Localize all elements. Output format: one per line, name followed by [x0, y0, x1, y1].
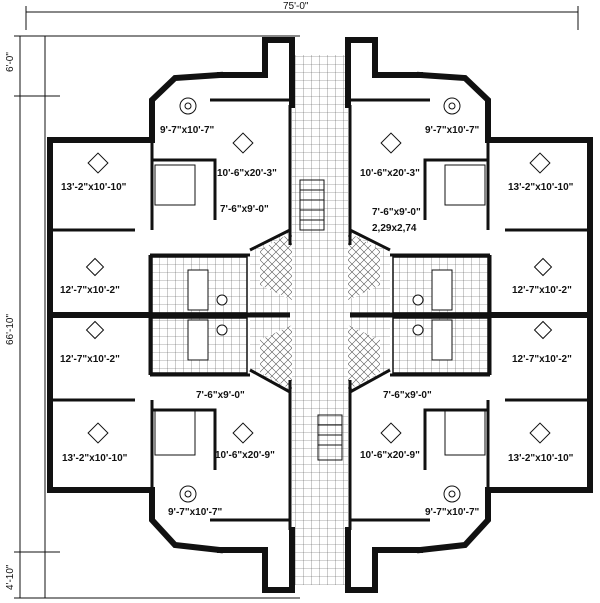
room-label-nw-kitchen: 7'-6"x9'-0" — [220, 204, 269, 215]
sofa-icon — [232, 422, 254, 444]
bed-icon — [529, 152, 551, 174]
furniture-icons — [85, 97, 553, 503]
room-label-sw-dining: 9'-7"x10'-7" — [168, 507, 223, 518]
room-label-se-bed1: 13'-2"x10'-10" — [508, 453, 574, 464]
bed-icon — [85, 257, 105, 277]
dimension-left-main: 66'-10" — [5, 314, 16, 345]
room-label-ne-dining: 9'-7"x10'-7" — [425, 125, 480, 136]
dimension-lines — [14, 6, 579, 599]
bed-icon — [533, 257, 553, 277]
sofa-icon — [380, 422, 402, 444]
dining-table-icon — [179, 97, 197, 115]
room-label-ne-bed2: 12'-7"x10'-2" — [512, 285, 572, 296]
sofa-icon — [380, 132, 402, 154]
room-label-se-bed2: 12'-7"x10'-2" — [512, 354, 572, 365]
room-label-se-dining: 9'-7"x10'-7" — [425, 507, 480, 518]
windows — [47, 137, 593, 493]
room-label-sw-bed2: 12'-7"x10'-2" — [60, 354, 120, 365]
room-label-sw-bed1: 13'-2"x10'-10" — [62, 453, 128, 464]
staircase-north — [299, 179, 325, 231]
room-label-nw-living: 10'-6"x20'-3" — [217, 168, 277, 179]
room-label-ne-kitchen: 7'-6"x9'-0" — [372, 207, 421, 218]
room-label-ne-living: 10'-6"x20'-3" — [360, 168, 420, 179]
interior-walls — [50, 98, 590, 530]
bed-icon — [529, 422, 551, 444]
room-labels: 9'-7"x10'-7" 9'-7"x10'-7" 10'-6"x20'-3" … — [60, 125, 574, 518]
dining-table-icon — [443, 485, 461, 503]
room-label-se-living: 10'-6"x20'-9" — [360, 450, 420, 461]
dining-table-icon — [443, 97, 461, 115]
bed-icon — [533, 320, 553, 340]
dining-table-icon — [179, 485, 197, 503]
sofa-icon — [232, 132, 254, 154]
staircase-south — [317, 414, 343, 461]
central-corridor — [250, 55, 390, 585]
room-label-sw-kitchen: 7'-6"x9'-0" — [196, 390, 245, 401]
room-label-se-kitchen: 7'-6"x9'-0" — [383, 390, 432, 401]
room-label-nw-bed1: 13'-2"x10'-10" — [61, 182, 127, 193]
dimension-left-bottom: 4'-10" — [5, 564, 16, 590]
kitchen-counters — [154, 164, 486, 456]
bed-icon — [85, 320, 105, 340]
room-label-ne-bed1: 13'-2"x10'-10" — [508, 182, 574, 193]
dimension-top: 75'-0" — [283, 1, 309, 12]
room-label-ne-kitchen-metric: 2,29x2,74 — [372, 223, 417, 234]
bed-icon — [87, 152, 109, 174]
bed-icon — [87, 422, 109, 444]
room-label-nw-dining: 9'-7"x10'-7" — [160, 125, 215, 136]
room-label-nw-bed2: 12'-7"x10'-2" — [60, 285, 120, 296]
dimension-left-top: 6'-0" — [5, 52, 16, 72]
room-label-sw-living: 10'-6"x20'-9" — [215, 450, 275, 461]
bathrooms — [151, 256, 489, 374]
